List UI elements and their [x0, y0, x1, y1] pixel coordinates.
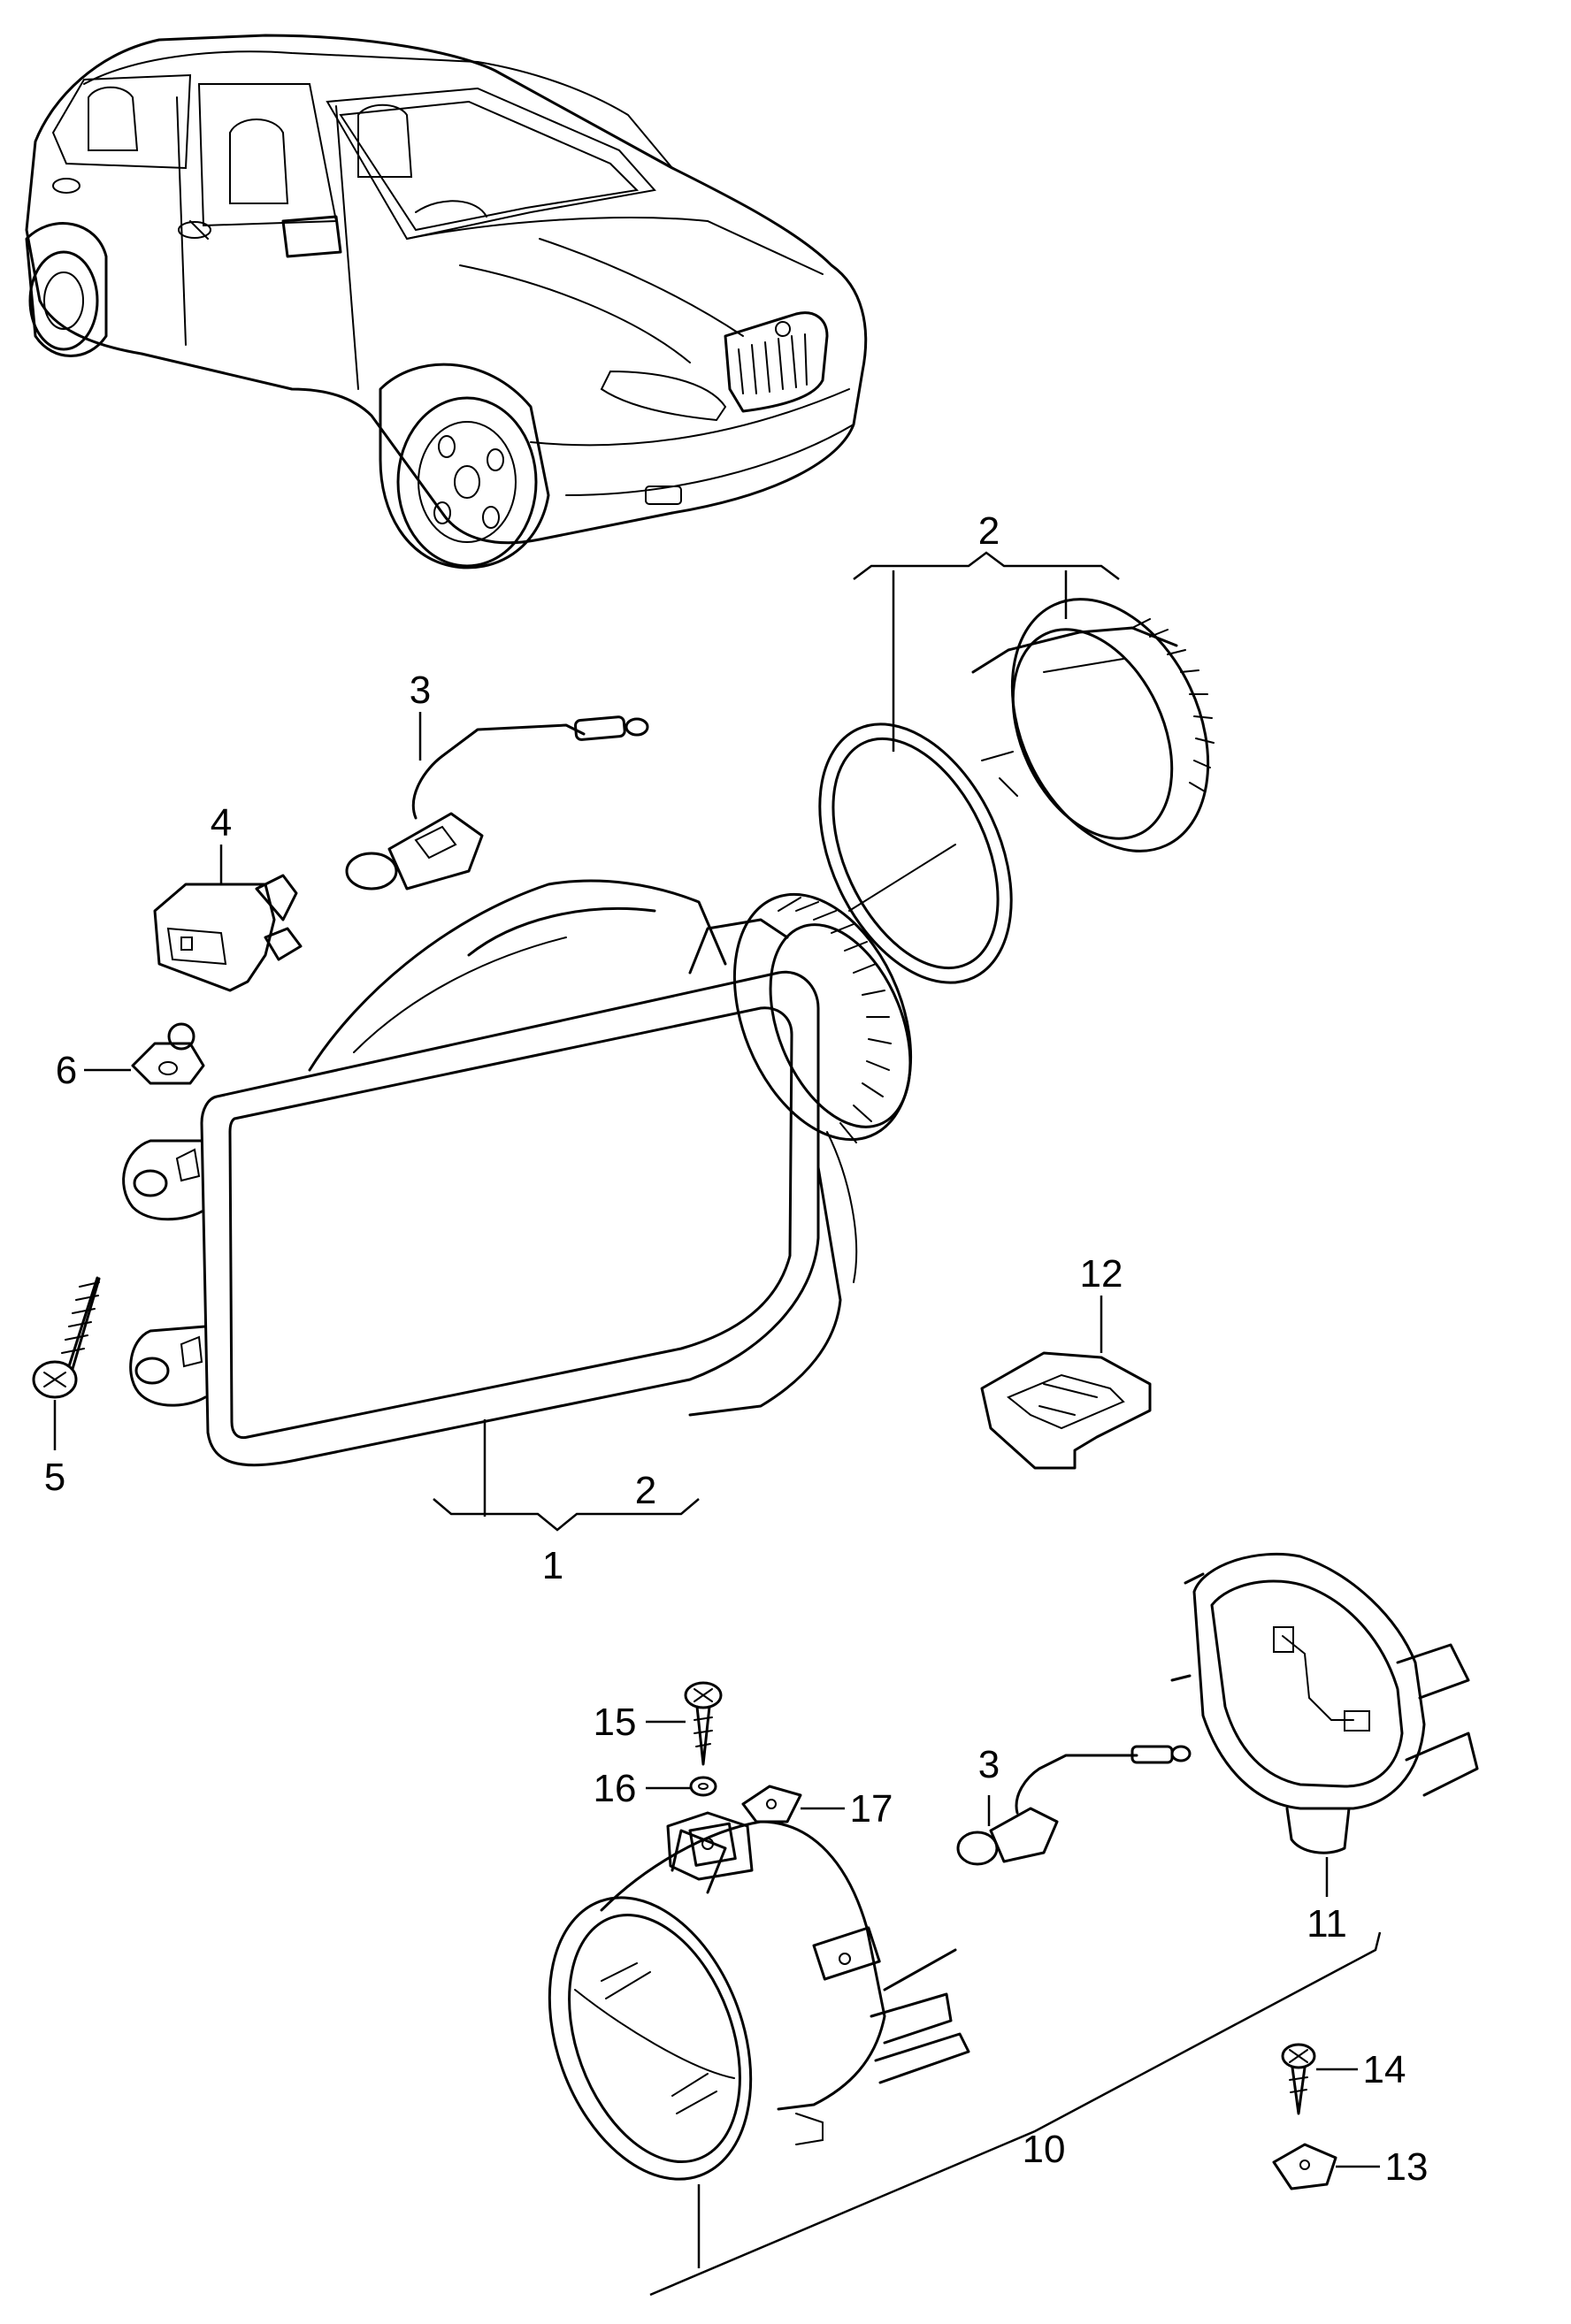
callout-12: 12	[1080, 1252, 1123, 1296]
mounting-bracket	[980, 1351, 1152, 1470]
callout-2-lower: 2	[635, 1469, 656, 1512]
callout-6: 6	[56, 1049, 77, 1092]
callout-17: 17	[850, 1787, 893, 1831]
screw-15	[684, 1681, 723, 1766]
headlamp-assembly	[122, 879, 913, 1467]
callout-14: 14	[1363, 2048, 1406, 2091]
gasket-ring	[818, 722, 1013, 984]
retaining-clip	[131, 1022, 205, 1085]
fog-lamp-assembly	[548, 1820, 970, 2181]
clip-nut-13	[1272, 2143, 1337, 2190]
bulb-with-lead-upper	[345, 715, 649, 891]
callout-4: 4	[211, 801, 232, 845]
bulb-holder-housing	[1170, 1552, 1479, 1854]
connector-housing	[153, 874, 303, 992]
tapping-screw	[32, 1276, 101, 1399]
callout-5: 5	[44, 1456, 65, 1499]
callout-3-upper: 3	[410, 669, 431, 712]
leader-lines	[53, 551, 1382, 2297]
callout-3-lower: 3	[978, 1743, 1000, 1786]
mounting-tab-fog	[666, 1811, 754, 1881]
callout-1: 1	[542, 1544, 563, 1587]
car-illustration	[25, 34, 868, 570]
bulb-with-lead-lower	[956, 1745, 1192, 1866]
callout-labels: 1 2 2 3 3 4 5 6 10 11 12 13 14 15 16 17	[44, 509, 1429, 2189]
callout-13: 13	[1385, 2145, 1429, 2189]
screw-14	[1281, 2043, 1316, 2115]
callout-15: 15	[594, 1701, 637, 1744]
adjuster-ring	[971, 598, 1215, 852]
callout-16: 16	[594, 1767, 637, 1810]
callout-2-upper: 2	[978, 509, 1000, 553]
callout-10: 10	[1023, 2128, 1066, 2171]
callout-11: 11	[1307, 1902, 1347, 1946]
washer-16	[689, 1776, 717, 1797]
clip-nut-17	[741, 1785, 802, 1823]
